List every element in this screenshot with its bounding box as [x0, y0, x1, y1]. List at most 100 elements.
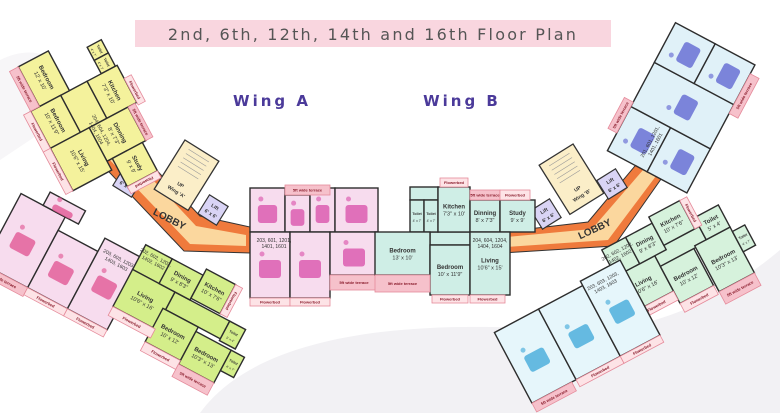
- room: [646, 126, 712, 194]
- furniture-icon: [258, 196, 264, 202]
- room-name: Toilet: [426, 212, 436, 216]
- furniture-icon: [715, 63, 741, 89]
- room-name: Toilet: [228, 329, 239, 337]
- furniture-icon: [290, 209, 305, 226]
- passage: [429, 231, 471, 246]
- furniture-icon: [101, 268, 107, 274]
- lift-b-1: Lift 6' x 6': [596, 168, 628, 200]
- flowerbed-label: Flowerbed: [444, 180, 465, 185]
- furniture-icon: [346, 196, 351, 202]
- furniture-icon: [343, 248, 365, 267]
- terrace: 5ft wide terrace: [284, 184, 331, 196]
- furniture-icon: [676, 42, 701, 68]
- background-swoosh: [200, 250, 780, 413]
- furniture-icon: [299, 260, 321, 278]
- furniture-icon: [259, 260, 281, 278]
- room: [42, 191, 87, 226]
- passage: [409, 186, 439, 201]
- staircase-wing-a: UP Wing 'A': [153, 139, 220, 212]
- wing-a-label: Wing A: [233, 92, 311, 110]
- room-name: Bedroom: [437, 265, 463, 271]
- terrace-label: 5ft wide terrace: [339, 280, 369, 285]
- room: [289, 231, 331, 299]
- room-name: Study: [509, 211, 526, 217]
- flowerbed-label: Flowerbed: [477, 297, 498, 302]
- room-size: 8' x 7'3": [475, 218, 494, 224]
- flowerbed: Flowerbed: [439, 177, 469, 188]
- room-outline: [693, 204, 731, 241]
- room: [329, 231, 379, 276]
- title: 2nd, 6th, 12th, 14th and 16th Floor Plan: [168, 25, 578, 44]
- room-outline: [429, 244, 471, 296]
- room: [284, 194, 311, 233]
- terrace: 5ft wide terrace: [469, 189, 500, 201]
- terrace: 5ft wide terrace: [374, 274, 431, 293]
- terrace-label: 5ft wide terrace: [388, 281, 418, 286]
- room-toilet: Toilet 4' x 7': [423, 199, 439, 233]
- wing-b-label: Wing B: [423, 92, 501, 110]
- furniture-icon: [19, 224, 25, 230]
- room-name: Living: [481, 259, 499, 265]
- room-name: Toilet: [228, 358, 239, 366]
- furniture-icon: [299, 251, 305, 257]
- room-size: 10'6" x 15': [477, 266, 502, 272]
- terrace-label: 5ft wide terrace: [470, 193, 500, 198]
- furniture-icon: [630, 128, 655, 154]
- room: [249, 231, 291, 299]
- room-outline: [409, 199, 425, 233]
- room-size: 4' x 7': [742, 239, 752, 247]
- furniture-icon: [52, 204, 73, 219]
- room-size: 4' x 7': [97, 61, 105, 71]
- room-name: Kitchen: [443, 205, 465, 211]
- room-size: 5' x 4': [225, 336, 235, 344]
- terrace: 5ft wide terrace: [329, 274, 379, 291]
- room: [693, 42, 756, 106]
- flowerbed: Flowerbed: [469, 294, 506, 304]
- furniture-icon: [564, 324, 570, 330]
- room-size: 7'3" x 10': [443, 212, 465, 218]
- flowerbed-label: Flowerbed: [440, 297, 461, 302]
- furniture-icon: [666, 104, 672, 110]
- room: [579, 259, 661, 358]
- furniture-icon: [673, 94, 698, 121]
- room-name: Toilet: [103, 57, 111, 68]
- room-size: 5' x 4': [707, 221, 722, 233]
- room-name: Toilet: [96, 44, 104, 55]
- room-outline: [42, 191, 87, 226]
- flowerbed: Flowerbed: [431, 294, 469, 304]
- furniture-icon: [259, 251, 265, 257]
- room-name: Toilet: [738, 232, 749, 240]
- furniture-icon: [316, 196, 322, 202]
- room-outline: [218, 320, 247, 350]
- flowerbed: Flowerbed: [249, 297, 291, 307]
- lift-a-2: Lift 6' x 6': [197, 194, 229, 226]
- lift-label: Lift: [210, 203, 220, 212]
- room: [606, 105, 672, 173]
- stair-up-label-a: UP: [176, 181, 186, 190]
- furniture-icon: [343, 240, 349, 245]
- flowerbed: Flowerbed: [289, 297, 331, 307]
- room-outline: [423, 199, 439, 233]
- furniture-icon: [315, 205, 330, 223]
- room-size: 13' x 10': [392, 256, 412, 262]
- flowerbed-label: Flowerbed: [260, 300, 281, 305]
- room-size: 4' x 7': [427, 219, 436, 223]
